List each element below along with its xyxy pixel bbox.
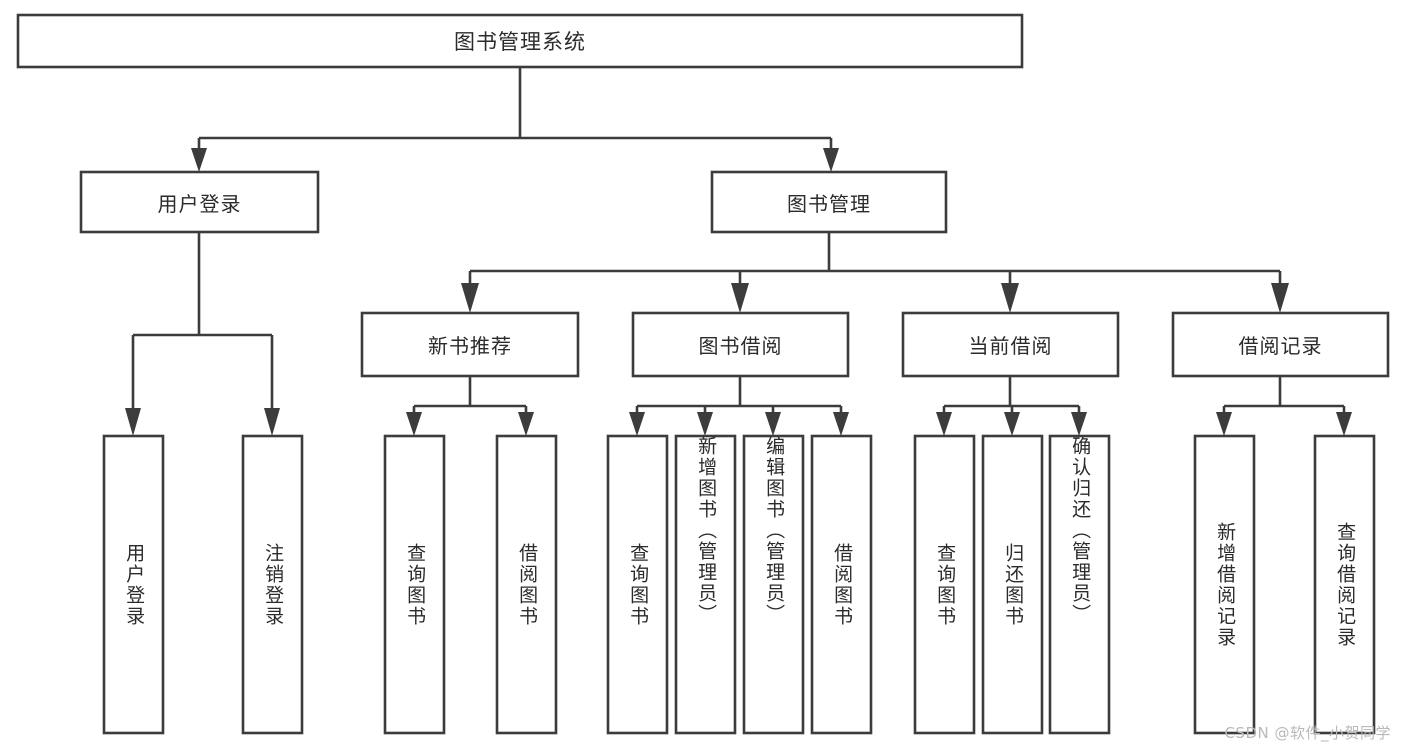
arrow-head-bookborrow-leaf-3 [765, 412, 781, 436]
arrow-head-userlogin-leaf-2 [264, 408, 280, 436]
arrow-head-borrowrecord-leaf-1 [1216, 412, 1232, 436]
leaf-borrow-book[interactable] [810, 434, 873, 735]
leaf-query-borrow-record[interactable] [1313, 434, 1376, 735]
node-borrow-record[interactable] [1171, 311, 1390, 378]
arrow-head-bookborrow-leaf-1 [629, 412, 645, 436]
leaf-confirm-return-admin[interactable] [1048, 434, 1111, 735]
node-new-book-recommend[interactable] [360, 311, 580, 378]
leaf-query-book-recommend[interactable] [383, 434, 446, 735]
leaf-return-book[interactable] [981, 434, 1044, 735]
leaf-edit-book-admin[interactable] [742, 434, 805, 735]
arrow-head-to-book-borrow [731, 283, 749, 313]
leaf-add-borrow-record[interactable] [1193, 434, 1256, 735]
arrow-head-to-new-book-recommend [461, 283, 479, 313]
leaf-logout[interactable] [241, 434, 304, 735]
arrow-head-currentborrow-leaf-3 [1071, 412, 1087, 436]
arrow-head-currentborrow-leaf-1 [936, 412, 952, 436]
arrow-head-newbook-leaf-2 [518, 412, 534, 436]
arrow-head-borrowrecord-leaf-2 [1336, 412, 1352, 436]
arrow-head-bookborrow-leaf-4 [833, 412, 849, 436]
arrow-head-currentborrow-leaf-2 [1004, 412, 1020, 436]
arrow-head-newbook-leaf-1 [406, 412, 422, 436]
leaf-query-book-current[interactable] [913, 434, 976, 735]
node-book-borrow[interactable] [631, 311, 850, 378]
arrow-head-to-borrow-record [1271, 283, 1289, 313]
node-root-book-management-system[interactable] [16, 13, 1024, 69]
node-current-borrow[interactable] [901, 311, 1120, 378]
node-book-management[interactable] [710, 170, 948, 234]
node-user-login[interactable] [79, 170, 320, 234]
arrow-head-to-user-login [191, 148, 207, 172]
arrow-head-to-current-borrow [1001, 283, 1019, 313]
leaf-add-book-admin[interactable] [674, 434, 737, 735]
arrow-head-userlogin-leaf-1 [125, 408, 141, 436]
arrow-head-bookborrow-leaf-2 [697, 412, 713, 436]
leaf-user-login[interactable] [102, 434, 165, 735]
leaf-query-book-borrow[interactable] [606, 434, 669, 735]
leaf-borrow-book-recommend[interactable] [495, 434, 558, 735]
arrow-head-to-book-management [823, 148, 839, 172]
